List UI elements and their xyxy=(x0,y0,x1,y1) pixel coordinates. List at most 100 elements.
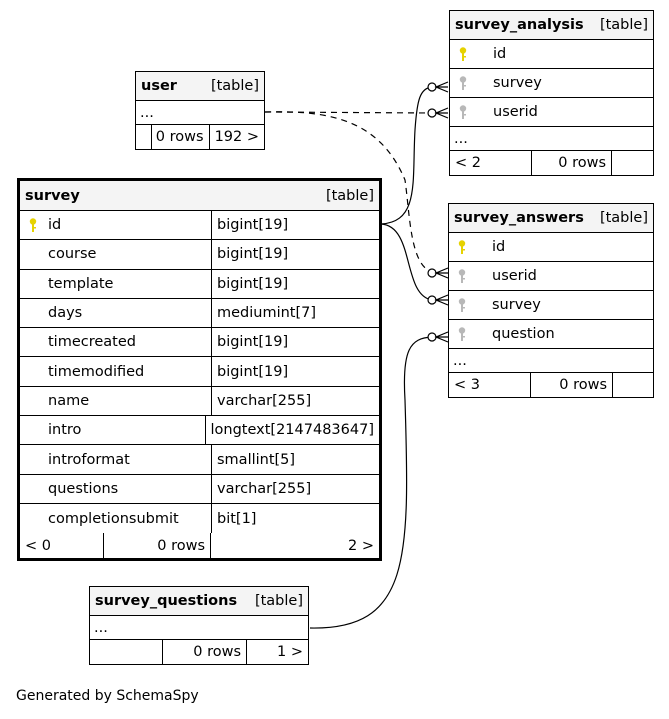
parents-count: < 0 xyxy=(25,537,51,554)
children-count xyxy=(612,373,653,397)
table-header[interactable]: survey_analysis [table] xyxy=(450,11,653,40)
primary-key-icon xyxy=(29,218,37,233)
column-row[interactable]: userid xyxy=(450,98,653,127)
column-row[interactable]: question xyxy=(449,320,653,349)
more-columns: ... xyxy=(90,616,308,640)
table-survey[interactable]: survey [table] id bigint[19] course bigint[… xyxy=(17,178,382,562)
column-row[interactable]: name varchar[255] xyxy=(20,386,379,417)
table-survey-analysis[interactable]: survey_analysis [table] id survey userid… xyxy=(449,10,654,176)
table-name: user xyxy=(141,78,177,94)
foreign-key-icon xyxy=(458,298,466,312)
table-name: survey_analysis xyxy=(455,17,584,33)
column-row[interactable]: questions varchar[255] xyxy=(20,474,379,504)
table-footer: < 0 0 rows 2 > xyxy=(20,533,379,559)
table-footer: 0 rows 1 > xyxy=(90,640,308,664)
column-name: survey xyxy=(493,75,542,91)
column-row[interactable]: template bigint[19] xyxy=(20,269,379,299)
table-footer: < 2 0 rows xyxy=(450,151,653,175)
column-type: varchar[255] xyxy=(211,386,379,416)
table-survey-answers[interactable]: survey_answers [table] id userid survey … xyxy=(448,203,654,398)
column-type: bigint[19] xyxy=(211,269,379,298)
column-name: question xyxy=(492,326,555,342)
column-name: survey xyxy=(492,297,541,313)
column-row[interactable]: timemodified bigint[19] xyxy=(20,357,379,387)
more-columns: ... xyxy=(449,349,653,373)
more-columns: ... xyxy=(136,101,264,125)
parents-count: < 2 xyxy=(455,155,481,171)
table-kind: [table] xyxy=(325,187,374,204)
column-name: timecreated xyxy=(48,334,136,351)
generated-by-label: Generated by SchemaSpy xyxy=(16,688,199,704)
column-name: userid xyxy=(492,268,537,284)
column-name: id xyxy=(48,217,62,234)
column-row[interactable]: survey xyxy=(450,69,653,98)
row-count: 0 rows xyxy=(531,151,611,175)
column-row[interactable]: id bigint[19] xyxy=(20,211,379,241)
column-type: bigint[19] xyxy=(211,211,379,240)
table-user[interactable]: user [table] ... 0 rows 192 > xyxy=(135,71,265,150)
foreign-key-icon xyxy=(458,269,466,283)
column-row[interactable]: id xyxy=(449,233,653,262)
table-footer: 0 rows 192 > xyxy=(136,125,264,149)
column-row[interactable]: course bigint[19] xyxy=(20,240,379,270)
column-type: mediumint[7] xyxy=(211,298,379,328)
table-kind: [table] xyxy=(254,593,303,609)
table-name: survey_answers xyxy=(454,210,584,226)
column-type: bit[1] xyxy=(211,503,379,534)
table-header[interactable]: user [table] xyxy=(136,72,264,101)
edge-survey-id-survey-analysis-survey xyxy=(380,86,433,225)
table-survey-questions[interactable]: survey_questions [table] ... 0 rows 1 > xyxy=(89,586,309,665)
ellipsis: ... xyxy=(94,619,108,636)
column-type: varchar[255] xyxy=(211,474,379,503)
column-row[interactable]: id xyxy=(450,40,653,69)
table-kind: [table] xyxy=(599,210,648,226)
foreign-key-icon xyxy=(459,76,467,90)
row-count: 0 rows xyxy=(150,125,209,149)
column-row[interactable]: completionsubmit bit[1] xyxy=(20,503,379,534)
edge-user-survey-answers-userid xyxy=(264,111,433,273)
table-name: survey_questions xyxy=(95,593,238,609)
ellipsis: ... xyxy=(454,130,468,147)
column-row[interactable]: survey xyxy=(449,291,653,320)
column-type: smallint[5] xyxy=(211,445,379,474)
children-count: 192 > xyxy=(208,125,264,149)
column-name: id xyxy=(492,239,506,255)
table-header[interactable]: survey [table] xyxy=(20,181,379,211)
foreign-key-icon xyxy=(459,105,467,119)
column-name: userid xyxy=(493,104,538,120)
column-row[interactable]: userid xyxy=(449,262,653,291)
table-footer: < 3 0 rows xyxy=(449,373,653,397)
row-count: 0 rows xyxy=(162,640,246,664)
column-row[interactable]: days mediumint[7] xyxy=(20,298,379,329)
column-type: longtext[2147483647] xyxy=(204,416,379,445)
more-columns: ... xyxy=(450,127,653,151)
column-name: template xyxy=(48,275,114,292)
column-name: days xyxy=(48,305,83,322)
column-type: bigint[19] xyxy=(211,357,379,386)
column-name: course xyxy=(48,246,97,263)
children-count: 1 > xyxy=(246,640,308,664)
column-name: completionsubmit xyxy=(48,510,179,527)
parents-count: < 3 xyxy=(454,377,480,393)
ellipsis: ... xyxy=(453,352,467,369)
column-name: name xyxy=(48,392,90,409)
ellipsis: ... xyxy=(140,104,154,121)
column-name: questions xyxy=(48,480,119,497)
children-count: 2 > xyxy=(210,533,379,559)
column-name: id xyxy=(493,46,507,62)
table-header[interactable]: survey_answers [table] xyxy=(449,204,653,233)
children-count xyxy=(611,151,653,175)
row-count: 0 rows xyxy=(103,533,210,559)
parents-count xyxy=(90,640,162,664)
column-type: bigint[19] xyxy=(211,240,379,269)
edge-survey-questions-survey-answers-question xyxy=(309,336,433,629)
column-list: id bigint[19] course bigint[19] template bigi… xyxy=(20,211,379,534)
table-kind: [table] xyxy=(599,17,648,33)
column-name: timemodified xyxy=(48,363,145,380)
table-header[interactable]: survey_questions [table] xyxy=(90,587,308,616)
primary-key-icon xyxy=(459,47,467,61)
